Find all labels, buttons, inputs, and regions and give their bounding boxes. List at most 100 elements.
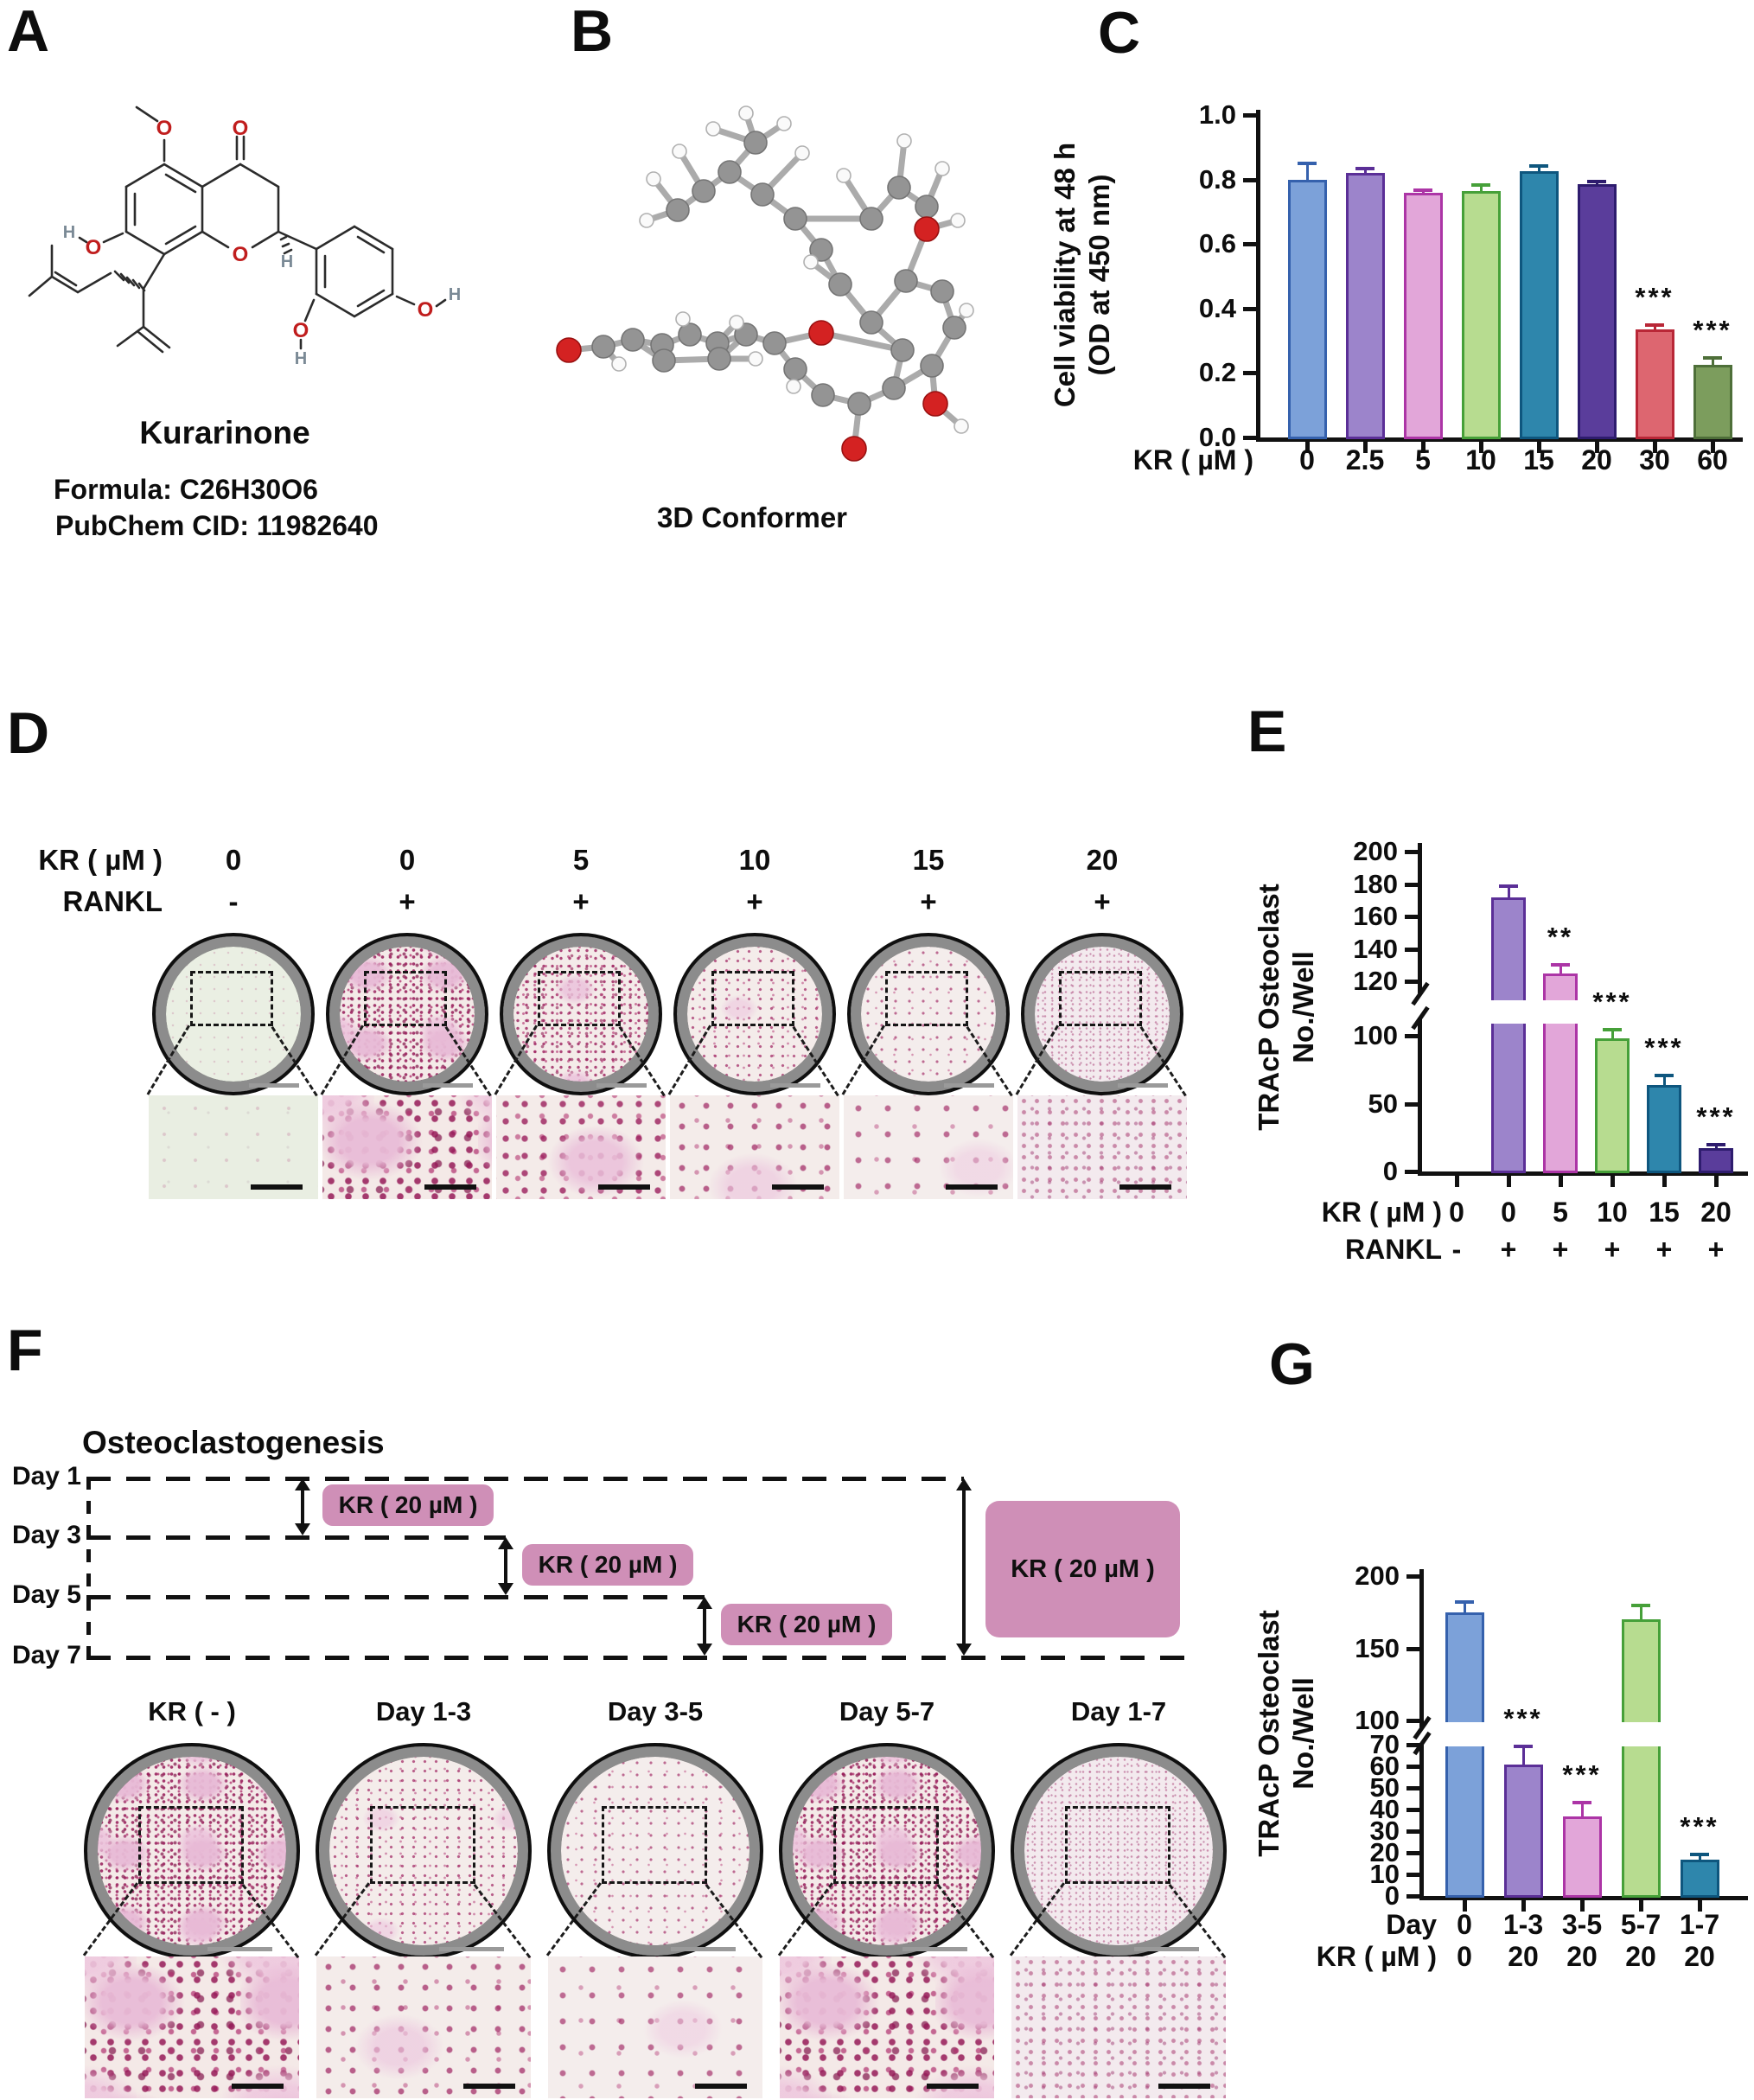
error-bar-cap — [1631, 1603, 1650, 1607]
kr-treatment-box-day1-7: KR ( 20 µM ) — [985, 1501, 1180, 1637]
x-tick — [1455, 1176, 1459, 1187]
significance-stars: ** — [1547, 922, 1574, 953]
error-bar-cap — [1572, 1801, 1591, 1804]
condition-value: 0 — [399, 844, 416, 876]
scale-bar-well — [1134, 1947, 1199, 1951]
x-value: 20 — [1700, 1197, 1732, 1228]
y-tick — [1243, 113, 1257, 118]
x-value: 20 — [1508, 1941, 1539, 1972]
chart-c-ylabel-2: (OD at 450 nm) — [1083, 174, 1115, 376]
x-axis — [1418, 1171, 1748, 1176]
inset-outline — [370, 1806, 475, 1884]
scale-bar-well — [423, 1083, 473, 1088]
inset-outline — [833, 1806, 939, 1884]
y-tick — [1405, 915, 1419, 919]
error-bar-cap — [1703, 356, 1722, 360]
condition-value: - — [228, 885, 239, 917]
conformer-caption: 3D Conformer — [656, 501, 848, 533]
x-tick — [1305, 442, 1310, 453]
well-stain-image — [561, 1757, 749, 1945]
significance-stars: *** — [1635, 282, 1674, 313]
inset-outline — [364, 971, 447, 1026]
bar — [1519, 171, 1559, 439]
x-value: 15 — [1523, 444, 1554, 476]
x-tick — [1521, 1900, 1526, 1912]
well-stain-image — [98, 1757, 286, 1945]
y-tick — [1405, 1170, 1419, 1174]
condition-value: 5 — [572, 844, 590, 876]
x-row-label: KR ( µM ) — [1132, 444, 1253, 476]
bar — [1693, 365, 1732, 439]
inset-image — [496, 1095, 666, 1199]
scale-bar-inset — [1158, 2084, 1210, 2089]
scale-bar-well — [770, 1083, 820, 1088]
panel-c-label: C — [1098, 0, 1142, 66]
y-tick — [1405, 882, 1419, 887]
x-tick — [1507, 1176, 1511, 1187]
bar-break-gap — [1489, 1000, 1528, 1024]
scale-bar-well — [596, 1083, 647, 1088]
significance-stars: *** — [1644, 1031, 1684, 1063]
arrow-line — [504, 1543, 507, 1589]
condition-value: 15 — [912, 844, 945, 876]
rankl-row-label: RANKL — [62, 885, 163, 917]
x-tick — [1639, 1900, 1643, 1912]
x-tick — [1711, 442, 1715, 453]
x-value: 0 — [1457, 1941, 1472, 1972]
chart-c-ylabel-1: Cell viability at 48 h — [1049, 142, 1081, 408]
day7-label: Day 7 — [11, 1641, 81, 1669]
arrow-head-down — [498, 1583, 513, 1595]
arrow-head-up — [295, 1478, 310, 1490]
bar — [1491, 897, 1526, 1173]
error-bar — [1711, 356, 1714, 366]
atom-label-O: O — [233, 117, 249, 140]
x-value: 20 — [1581, 444, 1612, 476]
bar — [1503, 1764, 1543, 1898]
significance-stars: *** — [1503, 1703, 1543, 1733]
inset-image — [322, 1095, 492, 1199]
well-stain-image — [861, 947, 996, 1082]
x-tick — [1610, 1176, 1615, 1187]
panel-d-label: D — [7, 700, 51, 766]
bar-break-gap — [1442, 1722, 1487, 1746]
x-value: + — [1655, 1234, 1673, 1265]
x-tick — [1421, 442, 1426, 453]
day1-label: Day 1 — [11, 1462, 81, 1490]
condition-value: + — [572, 885, 590, 917]
x-value: - — [1451, 1234, 1462, 1265]
y-tick-label: 60 — [1369, 1751, 1400, 1781]
x-value: + — [1552, 1234, 1569, 1265]
error-bar-cap — [1655, 1073, 1674, 1077]
panel-e-label: E — [1247, 699, 1288, 764]
x-value: 5 — [1415, 444, 1431, 476]
y-tick — [1406, 1719, 1420, 1723]
x-value: 1-7 — [1679, 1909, 1720, 1940]
scale-bar-well — [1118, 1083, 1168, 1088]
x-value: 5-7 — [1620, 1909, 1662, 1940]
y-tick-label: 160 — [1353, 901, 1398, 931]
condition-value: + — [746, 885, 763, 917]
inset-image — [316, 1956, 531, 2098]
y-tick-label: 1.0 — [1198, 99, 1236, 130]
x-value: 5 — [1553, 1197, 1568, 1228]
atom-label-O: O — [293, 319, 309, 342]
y-tick — [1406, 1765, 1420, 1769]
error-bar-cap — [1587, 179, 1606, 183]
atom-label-O: O — [233, 243, 249, 266]
chart-g-ylabel-1: TRAcP Osteoclast — [1253, 1610, 1285, 1857]
x-value: 2.5 — [1345, 444, 1385, 476]
arrow-head-down — [956, 1644, 972, 1656]
panel-g-label: G — [1269, 1331, 1316, 1397]
scale-bar-inset — [772, 1184, 824, 1190]
bar — [1647, 1084, 1681, 1173]
x-value: 0 — [1449, 1197, 1464, 1228]
inset-image — [1017, 1095, 1187, 1199]
y-axis — [1418, 843, 1422, 993]
kurarinone-3d-conformer — [556, 105, 974, 462]
y-tick-label: 0.0 — [1198, 422, 1236, 452]
y-tick — [1243, 306, 1257, 311]
day5-timeline — [86, 1595, 705, 1599]
x-value: + — [1707, 1234, 1725, 1265]
significance-stars: *** — [1680, 1811, 1719, 1841]
x-value: 10 — [1465, 444, 1496, 476]
